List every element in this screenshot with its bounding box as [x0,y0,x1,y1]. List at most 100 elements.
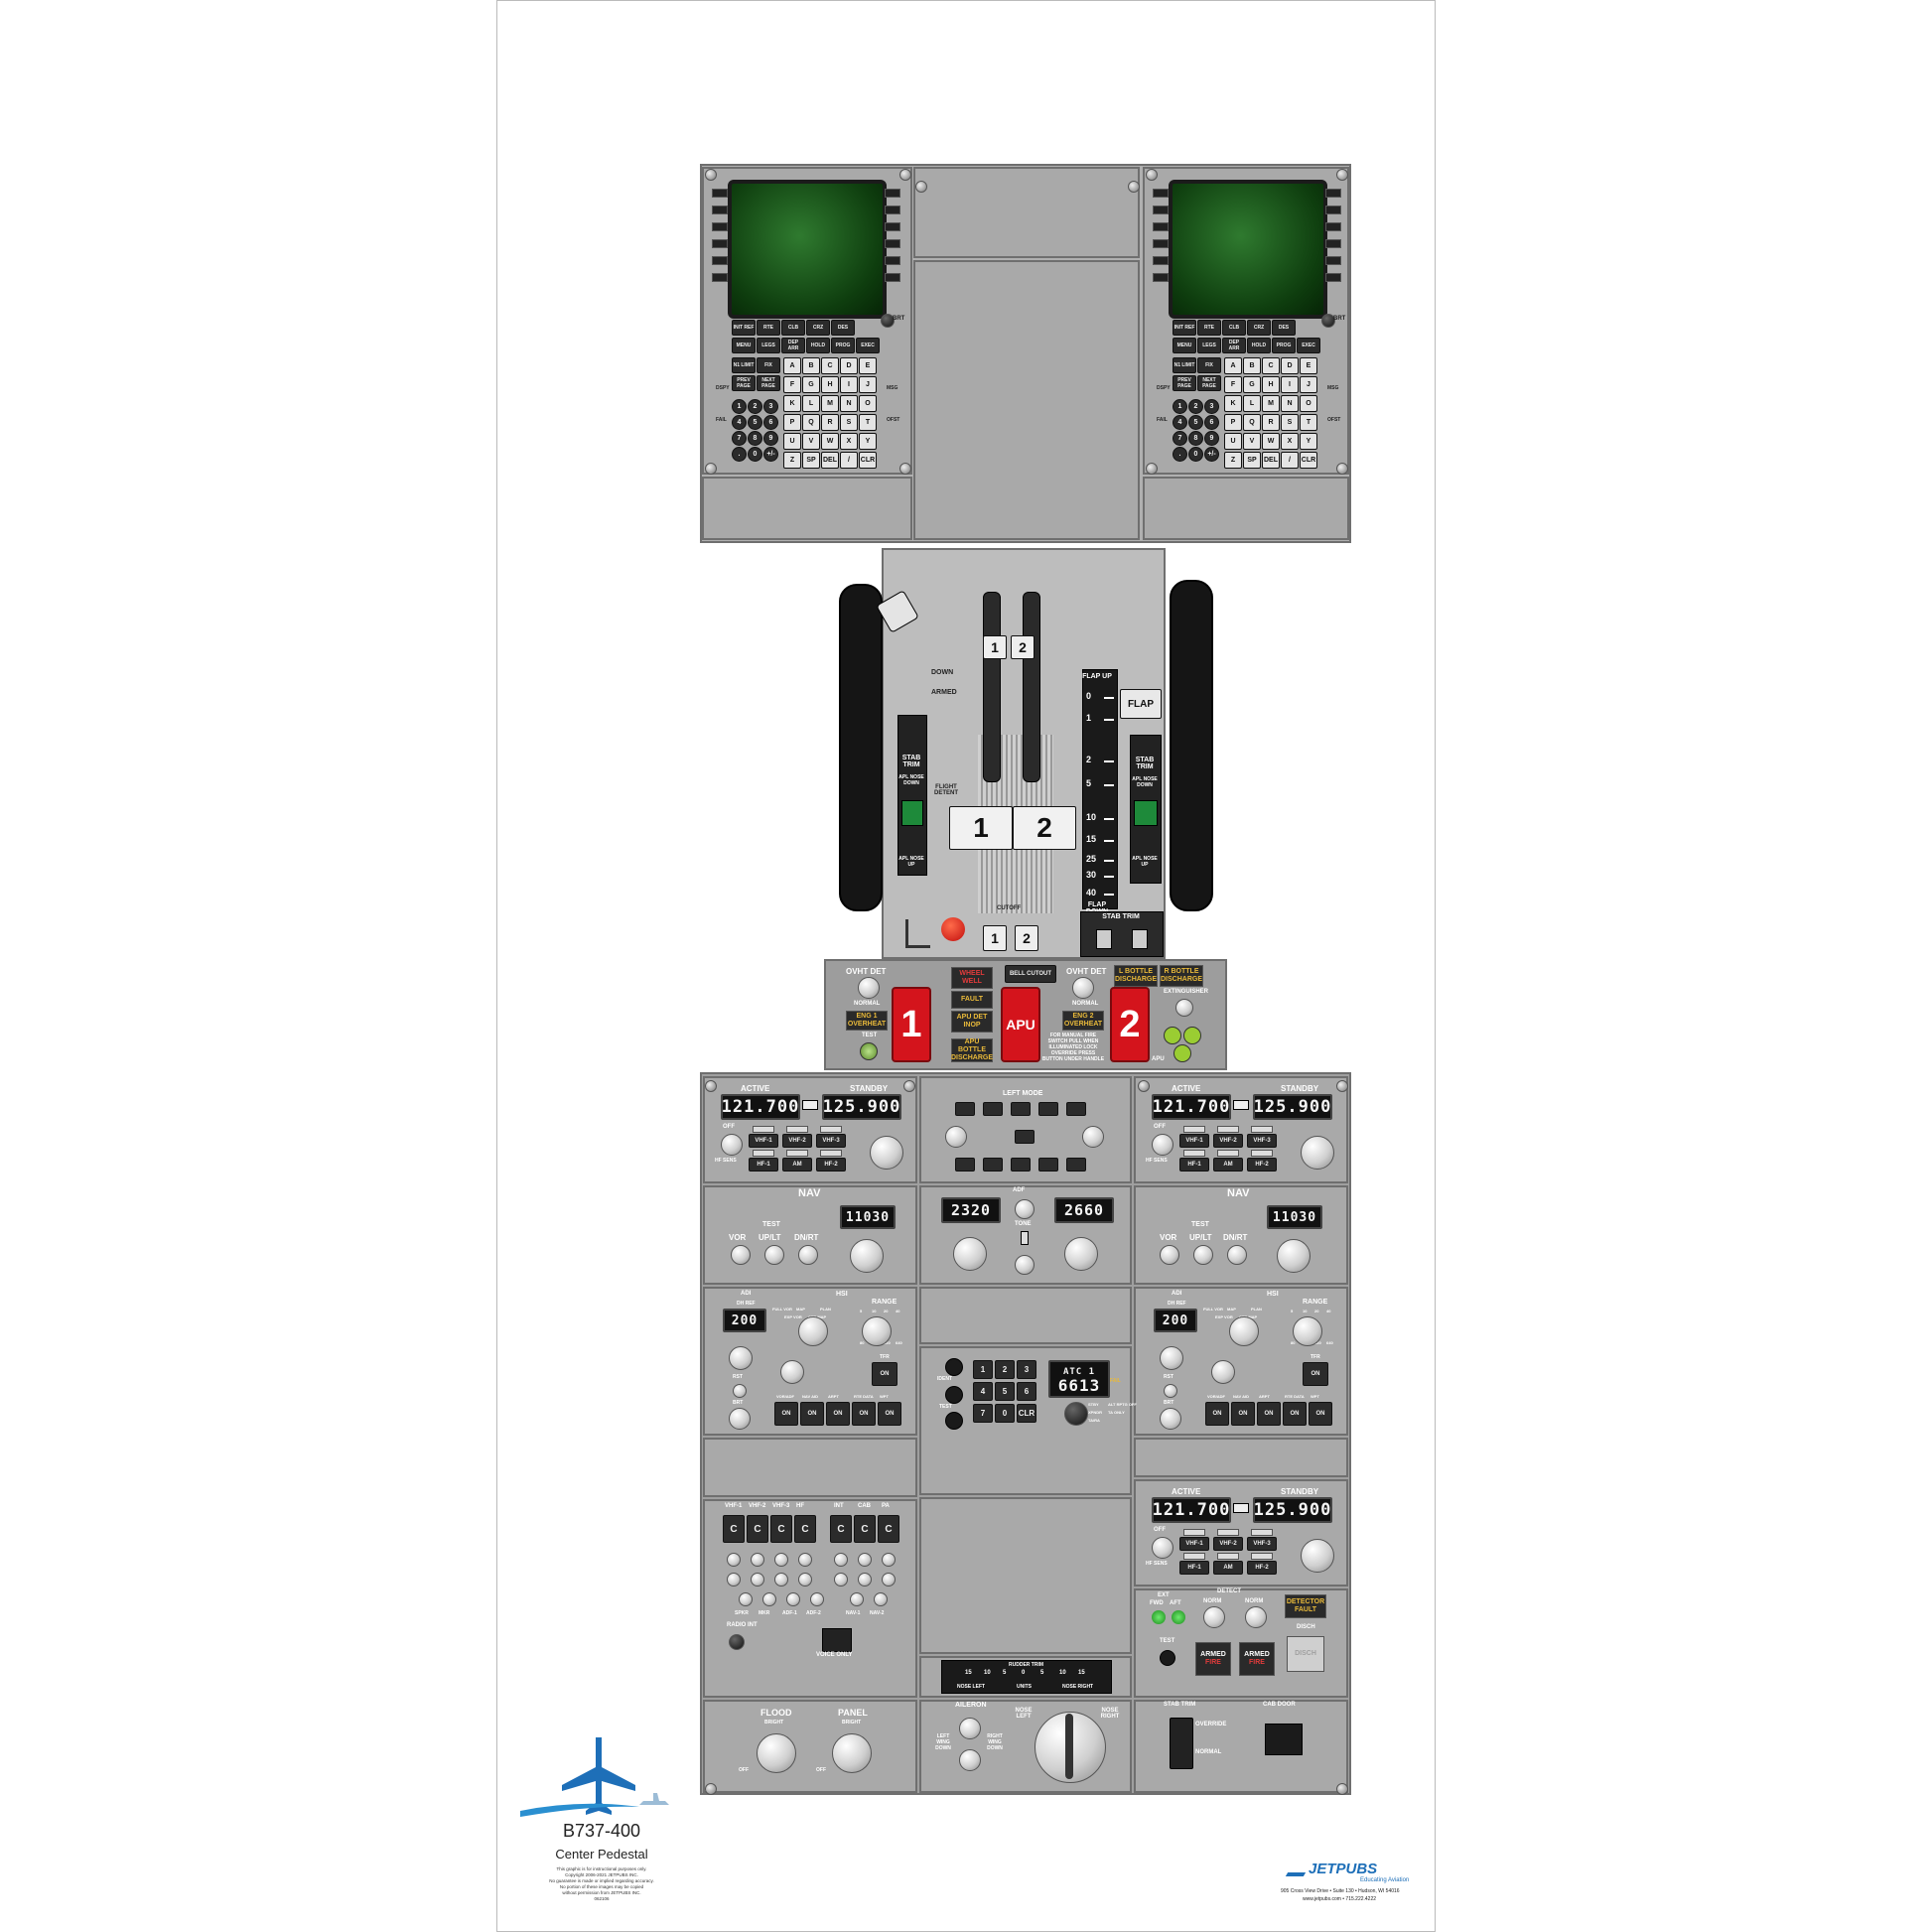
efis-right-brt-knob[interactable] [1160,1408,1181,1430]
efis-right-btn-nav-aid[interactable]: ON [1231,1402,1255,1426]
cdu-left-lsk-left-5[interactable] [712,256,728,265]
atc-xpndr-switch[interactable] [945,1412,963,1430]
cdu-right-key-g[interactable]: G [1243,376,1261,393]
nav-uplt-test-left[interactable] [764,1245,784,1265]
cdu-right-key-legs[interactable]: LEGS [1197,338,1221,353]
cdu-left-key-n[interactable]: N [840,395,858,412]
audio-int-vol-cab-1[interactable] [858,1553,872,1567]
atc-mode-knob[interactable] [1064,1402,1088,1426]
nav-vor-test-left[interactable] [731,1245,751,1265]
cdu-right-lsk-left-1[interactable] [1153,189,1169,198]
audio-vol-vhf-1-1[interactable] [727,1553,741,1567]
audio-vol-hf-1[interactable] [798,1553,812,1567]
cdu-right-key-clr[interactable]: CLR [1300,452,1317,469]
audio-mic-hf[interactable]: C [794,1515,816,1543]
audio-int-vol-pa-1[interactable] [882,1553,896,1567]
cdu-right-key-digit-9[interactable]: . [1173,447,1187,462]
cdu-right-key-z[interactable]: Z [1224,452,1242,469]
adf-mode-knob-2[interactable] [1015,1255,1035,1275]
cdu-right-key-sp[interactable]: SP [1243,452,1261,469]
cdu-right-key-t[interactable]: T [1300,414,1317,431]
trim-wheel-right[interactable] [1170,580,1213,911]
atc-key-2[interactable]: 2 [995,1360,1015,1379]
audio-vol-vhf-3-2[interactable] [774,1573,788,1587]
cdu-right-lsk-left-6[interactable] [1153,273,1169,282]
comm-3-select-hf-2[interactable]: HF-2 [1247,1561,1277,1575]
cdu-right-key-digit-3[interactable]: 4 [1173,415,1187,430]
efis-right-mode-knob[interactable] [1229,1316,1259,1346]
flap-lever[interactable]: FLAP [1120,689,1162,719]
efis-left-btn-arpt[interactable]: ON [826,1402,850,1426]
cdu-left-key-digit-7[interactable]: 8 [748,431,762,446]
cdu-right-lsk-right-4[interactable] [1325,239,1341,248]
cdu-right-key-r[interactable]: R [1262,414,1280,431]
apu-fire-handle[interactable]: APU [1001,987,1040,1062]
cdu-left-key-rte[interactable]: RTE [757,320,780,336]
cdu-left-key-crz[interactable]: CRZ [806,320,830,336]
cargo-disch-button[interactable]: DISCH [1287,1636,1324,1672]
audio-int-vol-int-2[interactable] [834,1573,848,1587]
bell-cutout-button[interactable]: BELL CUTOUT [1005,965,1056,983]
cdu-right-key-w[interactable]: W [1262,433,1280,450]
audio-int-vol-int-1[interactable] [834,1553,848,1567]
cdu-left-key-u[interactable]: U [783,433,801,450]
cdu-right-lsk-left-2[interactable] [1153,206,1169,214]
adf-tone-switch[interactable] [1021,1231,1029,1245]
cdu-left-lsk-left-2[interactable] [712,206,728,214]
comm-left-select-hf-2[interactable]: HF-2 [816,1158,846,1172]
cdu-left-key-digit-11[interactable]: +/- [763,447,778,462]
cdu-left-key-digit-6[interactable]: 7 [732,431,747,446]
cdu-right-key-digit-0[interactable]: 1 [1173,399,1187,414]
radar-bottom-key-4[interactable] [1066,1158,1086,1172]
comm-right-select-vhf-1[interactable]: VHF-1 [1179,1134,1209,1148]
cdu-right-lsk-right-5[interactable] [1325,256,1341,265]
audio-vol-vhf-2-1[interactable] [751,1553,764,1567]
trim-wheel-left[interactable] [839,584,883,911]
comm-right-select-am[interactable]: AM [1213,1158,1243,1172]
efis-right-mins-knob[interactable] [1160,1346,1183,1370]
reverse-lever-1[interactable]: 1 [983,635,1007,659]
comm-3-select-vhf-2[interactable]: VHF-2 [1213,1537,1243,1551]
start-lever-2[interactable]: 2 [1015,925,1038,951]
cdu-right-key-fix[interactable]: FIX [1197,357,1221,373]
comm-right-select-hf-1[interactable]: HF-1 [1179,1158,1209,1172]
cdu-left-key-digit-8[interactable]: 9 [763,431,778,446]
cdu-right-key-digit-11[interactable]: +/- [1204,447,1219,462]
radar-top-key-1[interactable] [983,1102,1003,1116]
cdu-left-key-w[interactable]: W [821,433,839,450]
comm-3-select-vhf-1[interactable]: VHF-1 [1179,1537,1209,1551]
cdu-left-key-sp[interactable]: SP [802,452,820,469]
comm-3-tune-knob[interactable] [1301,1539,1334,1573]
cargo-detect-select-fwd[interactable] [1203,1606,1225,1628]
comm-right-hf-sens-knob[interactable] [1152,1134,1173,1156]
cdu-right-key-f[interactable]: F [1224,376,1242,393]
cdu-right-key-a[interactable]: A [1224,357,1242,374]
nav-dnrt-test-left[interactable] [798,1245,818,1265]
audio-nav-vol-1[interactable] [762,1592,776,1606]
cdu-right-lsk-right-2[interactable] [1325,206,1341,214]
atc-key-5[interactable]: 5 [995,1382,1015,1401]
audio-int-cab[interactable]: C [854,1515,876,1543]
comm-3-select-am[interactable]: AM [1213,1561,1243,1575]
audio-nav-vol-2[interactable] [786,1592,800,1606]
cdu-left-key-next-page[interactable]: NEXT PAGE [757,375,780,391]
audio-int-pa[interactable]: C [878,1515,899,1543]
cdu-left-key-prev-page[interactable]: PREV PAGE [732,375,756,391]
nav-tune-knob-left[interactable] [850,1239,884,1273]
cdu-right-key-b[interactable]: B [1243,357,1261,374]
cdu-left-key-d[interactable]: D [840,357,858,374]
cdu-right-key-crz[interactable]: CRZ [1247,320,1271,336]
efis-right-btn-rte-data[interactable]: ON [1283,1402,1307,1426]
cdu-right-key-prev-page[interactable]: PREV PAGE [1173,375,1196,391]
cdu-right-lsk-right-6[interactable] [1325,273,1341,282]
comm-3-transfer-switch[interactable] [1233,1503,1249,1513]
cdu-right-key-next-page[interactable]: NEXT PAGE [1197,375,1221,391]
comm-left-select-vhf-2[interactable]: VHF-2 [782,1134,812,1148]
cdu-right-lsk-right-3[interactable] [1325,222,1341,231]
cdu-left-key-init-ref[interactable]: INIT REF [732,320,756,336]
cab-door-lock-switch[interactable] [1265,1724,1303,1755]
cdu-left-key-clr[interactable]: CLR [859,452,877,469]
comm-left-select-hf-1[interactable]: HF-1 [749,1158,778,1172]
audio-mic-vhf-3[interactable]: C [770,1515,792,1543]
atc-ident-button[interactable] [945,1358,963,1376]
